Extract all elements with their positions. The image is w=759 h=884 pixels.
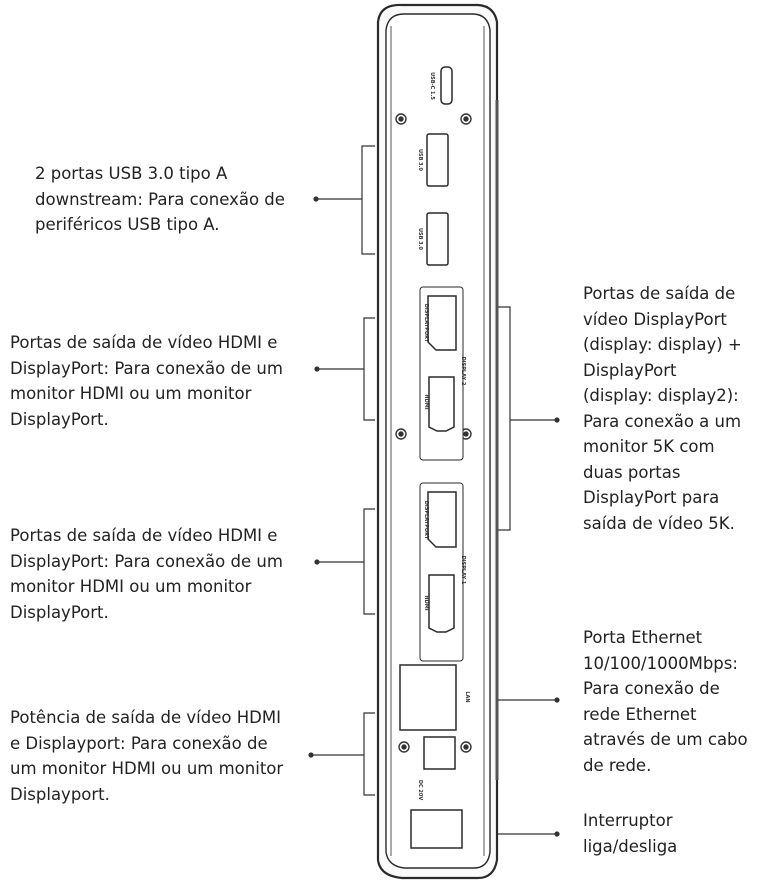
displayport-port-b [427,491,457,548]
callout-power-switch: Interruptor liga/desliga [583,811,678,856]
usb-a-port-1 [426,133,449,187]
displayport-b-label: DISPLAYPORT [423,501,429,540]
usb-a-2-label: USB 3.0 [417,228,423,251]
screw-icons [395,113,472,753]
leader-dots [308,196,560,837]
display-1-label: DISPLAY 1 [460,556,466,585]
callout-video-2: Portas de saída de vídeo HDMI e DisplayP… [10,526,283,622]
usb-c-port [440,66,453,105]
callout-video-1: Portas de saída de vídeo HDMI e DisplayP… [10,333,283,429]
screw-icon [395,113,407,125]
callout-ethernet: Porta Ethernet 10/100/1000Mbps: Para con… [583,628,748,775]
leader-lines [312,145,556,835]
hdmi-port-a [428,376,455,432]
lan-label: LAN [464,691,470,702]
dc-port [423,736,456,770]
lan-port [399,664,457,731]
callout-power-video: Potência de saída de vídeo HDMI e Displa… [10,708,284,804]
hdmi-b-label: HDMI [423,595,429,610]
screw-icon [460,741,472,753]
callout-usb-a: 2 portas USB 3.0 tipo A downstream: Para… [35,164,285,234]
screw-icon [395,428,407,440]
screw-icon [460,113,472,125]
displayport-a-label: DISPLAYPORT [423,304,429,343]
usb-a-port-2 [426,212,449,266]
callout-displayport-5k: Portas de saída de vídeo DisplayPort (di… [583,284,742,533]
screw-icon [398,741,410,753]
dc-label: DC 20V [417,780,423,801]
hdmi-a-label: HDMI [423,394,429,409]
hdmi-port-b [428,574,455,633]
displayport-port-a [427,295,457,351]
usb-c-label: USB-C 1.5 [429,72,435,100]
display-2-label: DISPLAY 2 [460,357,466,386]
usb-a-1-label: USB 3.0 [417,149,423,172]
power-switch [410,809,463,849]
